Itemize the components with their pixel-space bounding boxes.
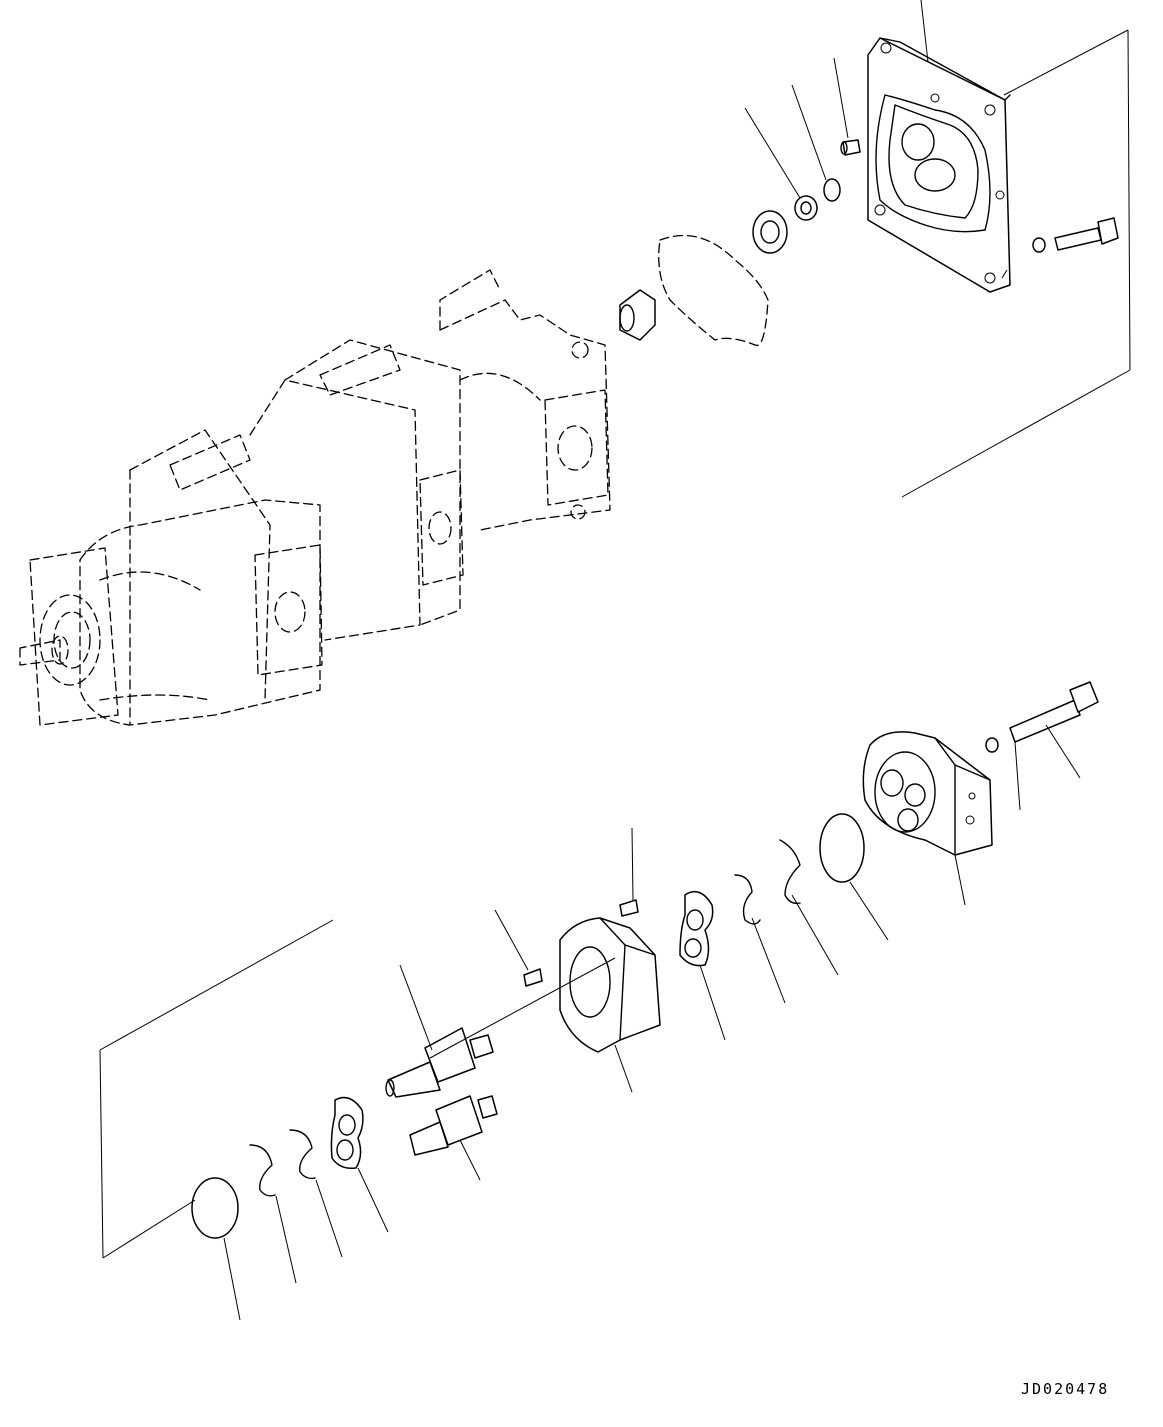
rear-cover-group [619, 0, 1131, 498]
drawing-code: JD020478 [1021, 1380, 1110, 1398]
pump-assembly-phantom [19, 269, 611, 726]
front-cover [862, 731, 993, 856]
front-section-group [99, 681, 1099, 1321]
